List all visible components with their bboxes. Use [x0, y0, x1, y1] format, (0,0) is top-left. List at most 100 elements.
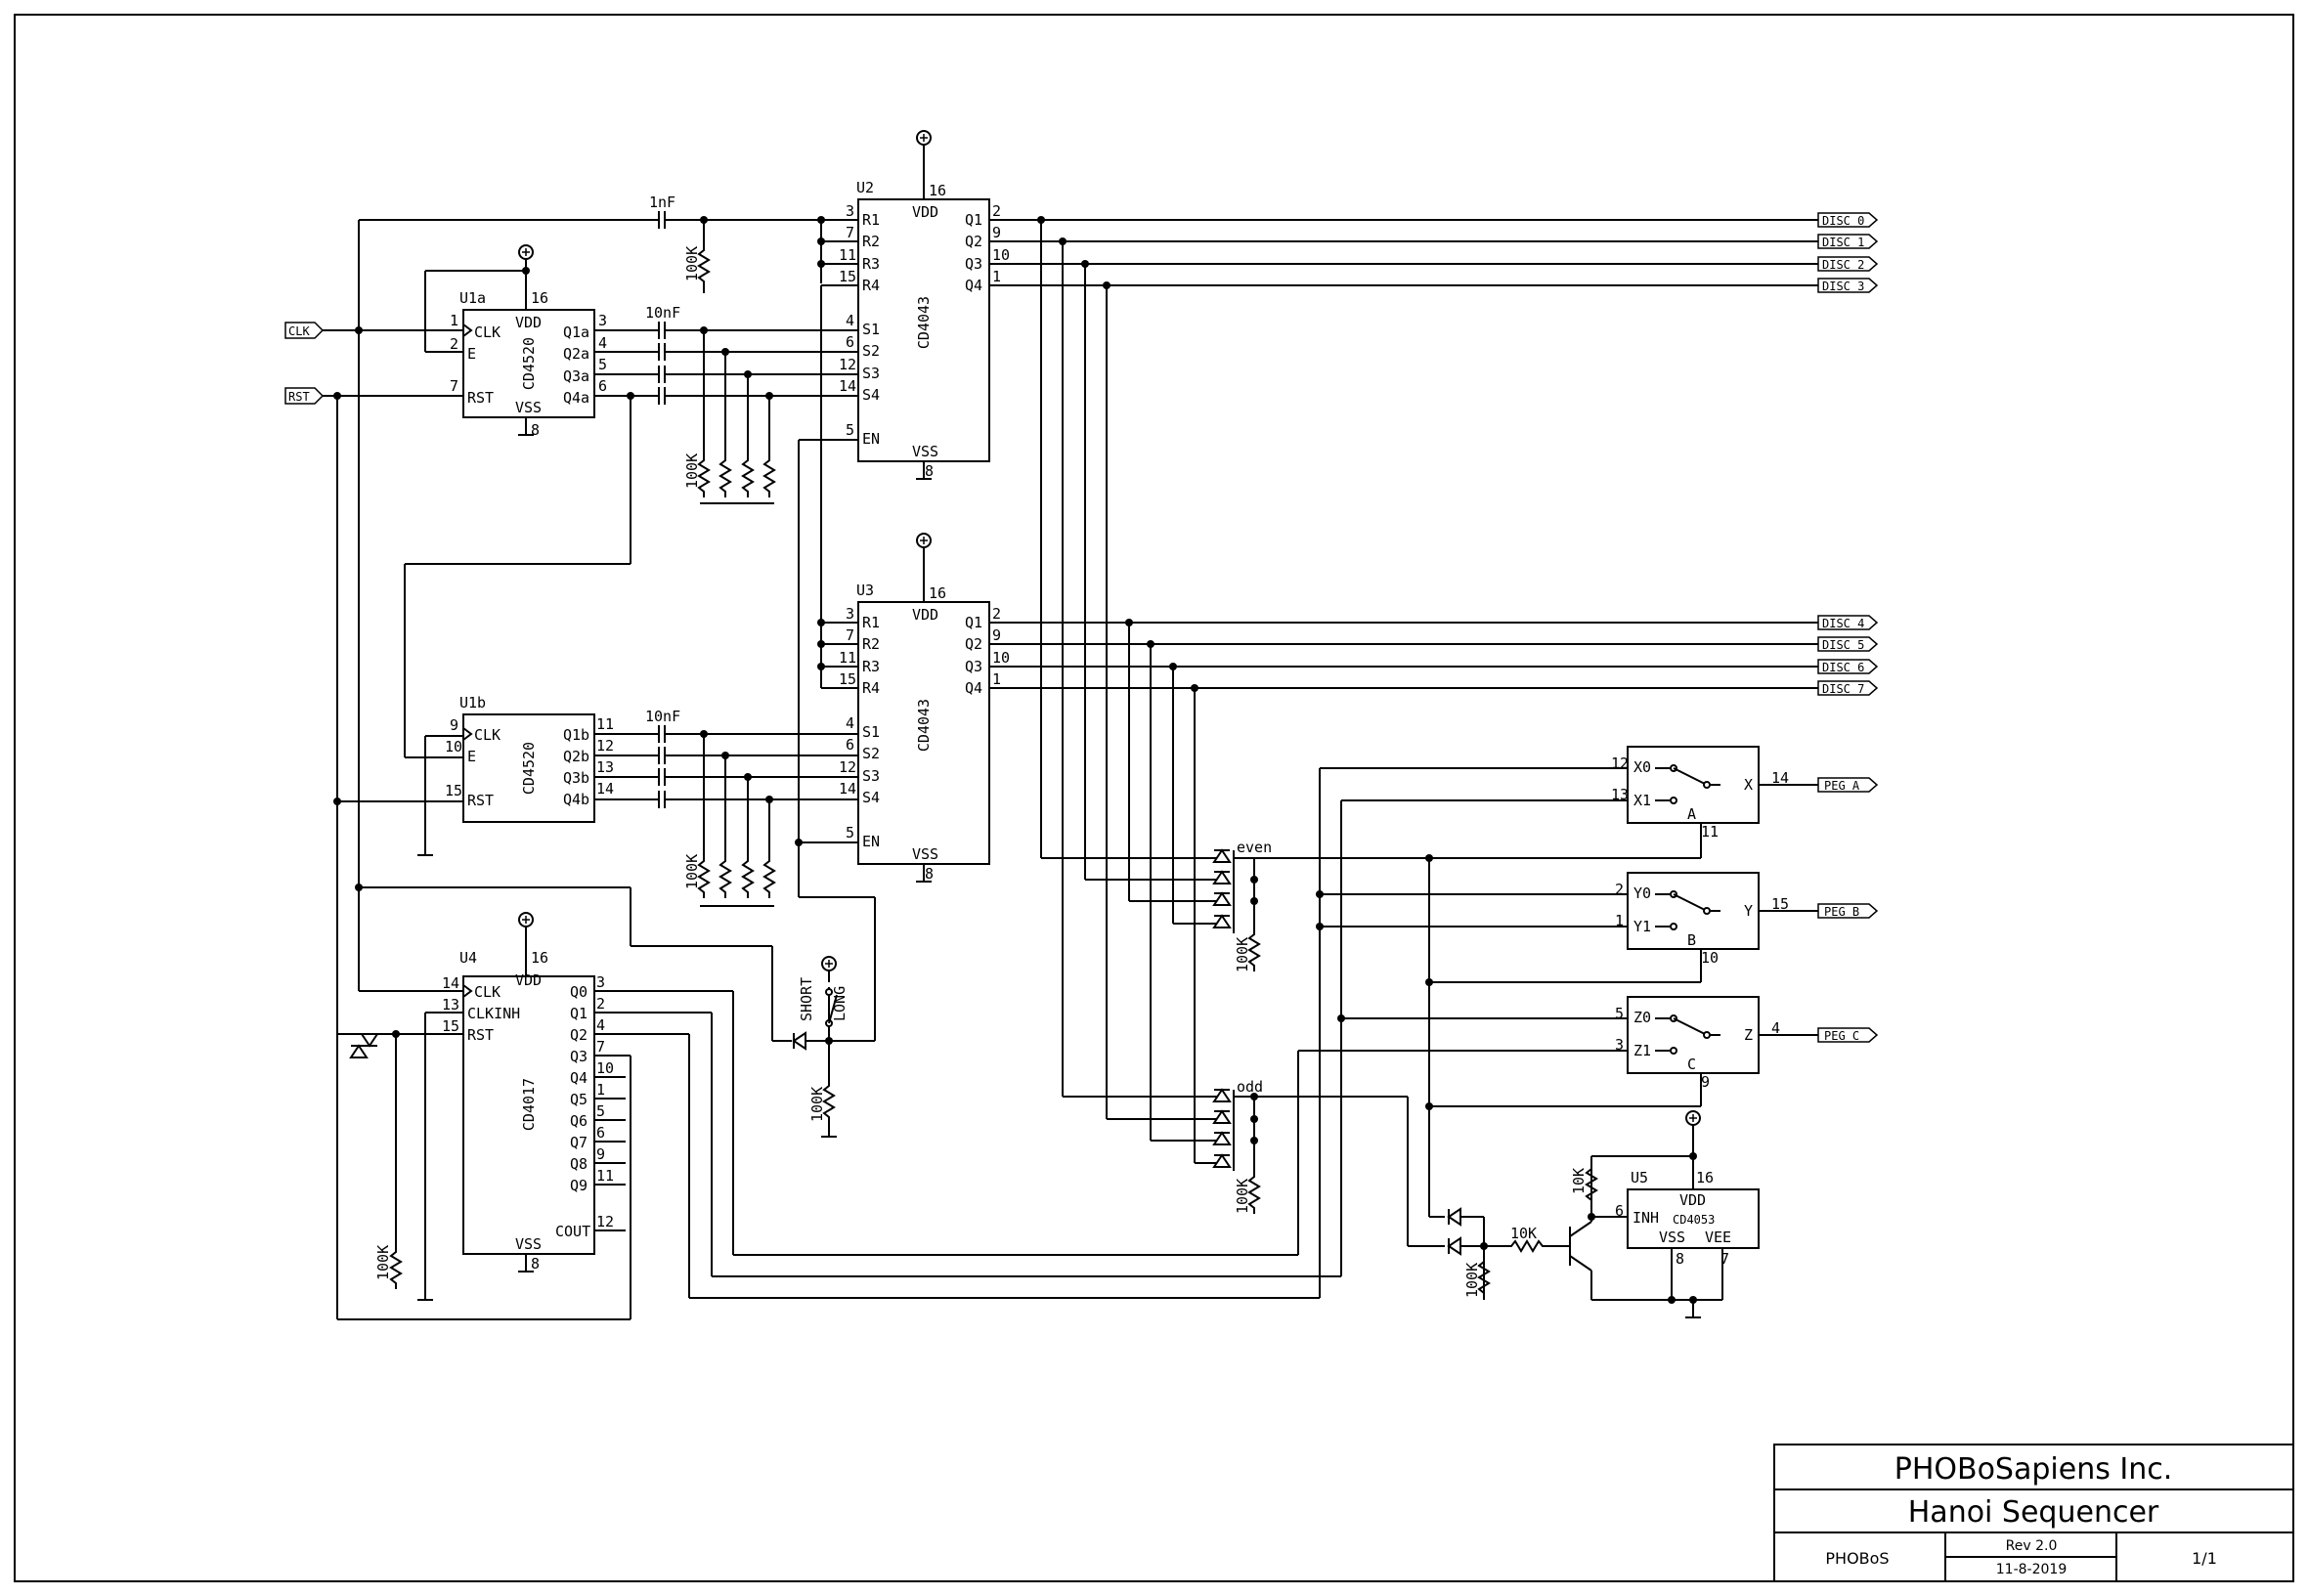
svg-text:13: 13 [596, 758, 614, 776]
svg-text:14: 14 [596, 780, 614, 798]
svg-text:CLK: CLK [474, 726, 501, 744]
port-rst: RST [284, 387, 325, 405]
svg-text:16: 16 [929, 182, 946, 199]
svg-text:4: 4 [598, 334, 607, 352]
svg-text:CLK: CLK [288, 324, 310, 338]
svg-text:VSS: VSS [515, 1235, 542, 1253]
svg-text:2: 2 [992, 202, 1001, 220]
svg-text:7: 7 [846, 224, 854, 241]
disc-port: DISC 3 [1817, 278, 1879, 293]
svg-text:15: 15 [839, 268, 856, 285]
svg-text:9: 9 [596, 1145, 605, 1163]
svg-text:R4: R4 [862, 679, 880, 697]
svg-text:Z0: Z0 [1633, 1009, 1651, 1026]
peg-port: PEG B [1817, 903, 1879, 919]
svg-text:Q1a: Q1a [563, 324, 589, 341]
svg-text:6: 6 [596, 1124, 605, 1142]
svg-text:R2: R2 [862, 635, 880, 653]
svg-text:Q3a: Q3a [563, 367, 589, 385]
date: 11-8-2019 [1996, 1562, 2067, 1577]
svg-text:12: 12 [596, 737, 614, 755]
svg-text:R4: R4 [862, 277, 880, 294]
svg-text:E: E [467, 748, 476, 765]
svg-text:Q8: Q8 [570, 1155, 588, 1173]
svg-text:1: 1 [596, 1081, 605, 1099]
net-even-label: even [1237, 839, 1272, 856]
svg-text:10: 10 [992, 246, 1010, 264]
svg-text:5: 5 [846, 421, 854, 439]
svg-text:7: 7 [846, 626, 854, 644]
svg-text:100K: 100K [1463, 1263, 1481, 1298]
svg-text:Q0: Q0 [570, 983, 588, 1001]
svg-text:U4: U4 [459, 949, 477, 967]
svg-text:VDD: VDD [912, 606, 938, 624]
svg-text:12: 12 [839, 758, 856, 776]
svg-text:CD4043: CD4043 [915, 699, 933, 752]
svg-text:RST: RST [467, 792, 494, 809]
peg-port-label: PEG B [1824, 905, 1859, 919]
svg-text:16: 16 [929, 584, 946, 602]
svg-text:15: 15 [445, 782, 462, 799]
svg-text:16: 16 [1696, 1169, 1714, 1186]
junctions [333, 216, 1697, 1304]
cap-1nf-label: 1nF [649, 194, 675, 211]
svg-text:Q1: Q1 [570, 1005, 588, 1022]
svg-text:Q4: Q4 [965, 679, 982, 697]
svg-text:4: 4 [596, 1016, 605, 1034]
company-name: PHOBoSapiens Inc. [1894, 1452, 2173, 1487]
svg-text:Q2: Q2 [570, 1026, 588, 1044]
svg-text:VDD: VDD [912, 203, 938, 221]
svg-text:Q7: Q7 [570, 1134, 588, 1151]
svg-text:R3: R3 [862, 658, 880, 675]
svg-text:Z1: Z1 [1633, 1042, 1651, 1059]
svg-text:EN: EN [862, 430, 880, 448]
port-clk: CLK [284, 322, 325, 339]
svg-text:10: 10 [445, 738, 462, 755]
ic-u5-cd4053: U5 VDD 16 CD4053 INH 6 VSS VEE 8 7 [1615, 1169, 1760, 1268]
svg-text:13: 13 [1611, 786, 1629, 803]
svg-text:S3: S3 [862, 365, 880, 382]
svg-text:10: 10 [596, 1059, 614, 1077]
svg-text:15: 15 [442, 1017, 459, 1035]
svg-text:4: 4 [846, 714, 854, 732]
svg-text:16: 16 [531, 949, 548, 967]
svg-text:X0: X0 [1633, 758, 1651, 776]
svg-text:6: 6 [1615, 1202, 1624, 1220]
svg-text:3: 3 [598, 312, 607, 329]
u1b-ref: U1b [459, 694, 486, 712]
sw-long-label: LONG [831, 986, 849, 1021]
svg-text:RST: RST [467, 1026, 494, 1044]
svg-text:100K: 100K [1234, 937, 1251, 972]
svg-text:Q1: Q1 [965, 211, 982, 229]
svg-text:3: 3 [1615, 1036, 1624, 1054]
svg-text:10: 10 [1701, 949, 1719, 967]
u1b-part: CD4520 [520, 742, 538, 795]
svg-text:10: 10 [992, 649, 1010, 667]
u1a-e: E [467, 345, 476, 363]
svg-text:Q3: Q3 [965, 658, 982, 675]
svg-text:S1: S1 [862, 321, 880, 338]
svg-text:Q4: Q4 [965, 277, 982, 294]
svg-text:12: 12 [596, 1213, 614, 1230]
power-symbols [416, 130, 1702, 1318]
svg-text:CD4017: CD4017 [520, 1078, 538, 1131]
svg-text:Q2: Q2 [965, 233, 982, 250]
svg-text:5: 5 [596, 1102, 605, 1120]
svg-text:CLK: CLK [474, 983, 501, 1001]
disc-port-label: DISC 0 [1822, 214, 1864, 228]
sw-short-label: SHORT [798, 977, 815, 1021]
svg-text:2: 2 [1615, 881, 1624, 898]
u1a-pin7: 7 [450, 377, 458, 395]
svg-text:10K: 10K [1510, 1225, 1537, 1242]
svg-text:Q3: Q3 [965, 255, 982, 273]
disc-port: DISC 0 [1817, 212, 1879, 228]
sheet-title: Hanoi Sequencer [1908, 1495, 2159, 1530]
svg-text:X1: X1 [1633, 792, 1651, 809]
peg-port-label: PEG C [1824, 1029, 1859, 1043]
svg-text:2: 2 [596, 995, 605, 1013]
